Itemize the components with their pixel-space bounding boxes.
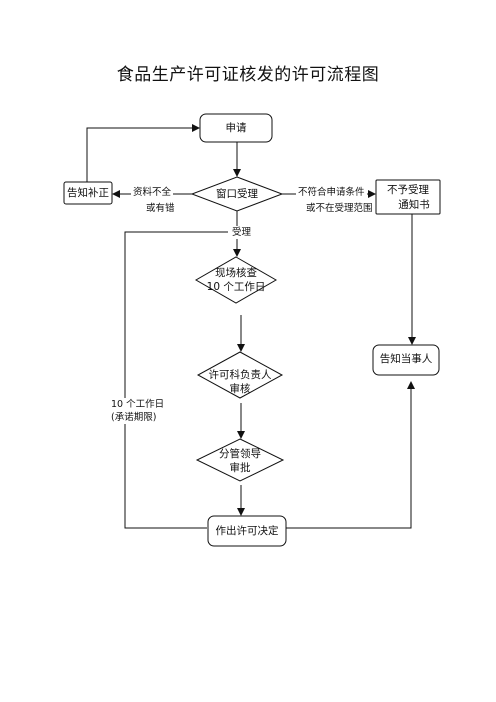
deadline-label-line1: 10 个工作日 bbox=[109, 398, 167, 411]
not-eligible-label-line1: 不符合申请条件 bbox=[296, 186, 367, 199]
accepted-label: 受理 bbox=[229, 226, 255, 239]
head-diamond bbox=[196, 351, 284, 399]
reject-label-line2: 通知书 bbox=[398, 199, 430, 211]
inspect-label-line2: 10 个工作日 bbox=[206, 281, 266, 293]
apply-box bbox=[199, 113, 273, 143]
deadline-bracket bbox=[124, 231, 228, 529]
reject-box bbox=[375, 179, 441, 215]
leader-label-line2: 审批 bbox=[229, 462, 251, 474]
head-label-line2: 审核 bbox=[229, 383, 251, 395]
reject-label-line1: 不予受理 bbox=[387, 184, 429, 196]
decision-label: 作出许可决定 bbox=[215, 525, 279, 537]
leader-label-line1: 分管领导 bbox=[219, 448, 261, 460]
window-label: 窗口受理 bbox=[216, 188, 258, 200]
head-label-line1: 许可科负责人 bbox=[208, 369, 272, 381]
incomplete-label-line1: 资料不全 bbox=[131, 186, 174, 199]
arrow-decision-notify bbox=[286, 381, 415, 529]
inspect-diamond bbox=[194, 256, 278, 304]
deadline-label-line2: (承诺期限) bbox=[109, 411, 159, 424]
leader-diamond bbox=[195, 438, 285, 482]
not-eligible-label-line2: 或不在受理范围 bbox=[306, 203, 373, 214]
page-title: 食品生产许可证核发的许可流程图 bbox=[116, 65, 380, 85]
apply-label: 申请 bbox=[225, 122, 247, 134]
arrow-supplement-apply bbox=[86, 124, 200, 182]
notify-label: 告知当事人 bbox=[379, 353, 433, 365]
incomplete-label-line2: 或有错 bbox=[146, 203, 175, 214]
decision-box bbox=[207, 515, 287, 547]
inspect-label-line1: 现场核查 bbox=[215, 267, 257, 279]
supplement-label: 告知补正 bbox=[67, 187, 109, 199]
notify-box bbox=[372, 344, 440, 376]
